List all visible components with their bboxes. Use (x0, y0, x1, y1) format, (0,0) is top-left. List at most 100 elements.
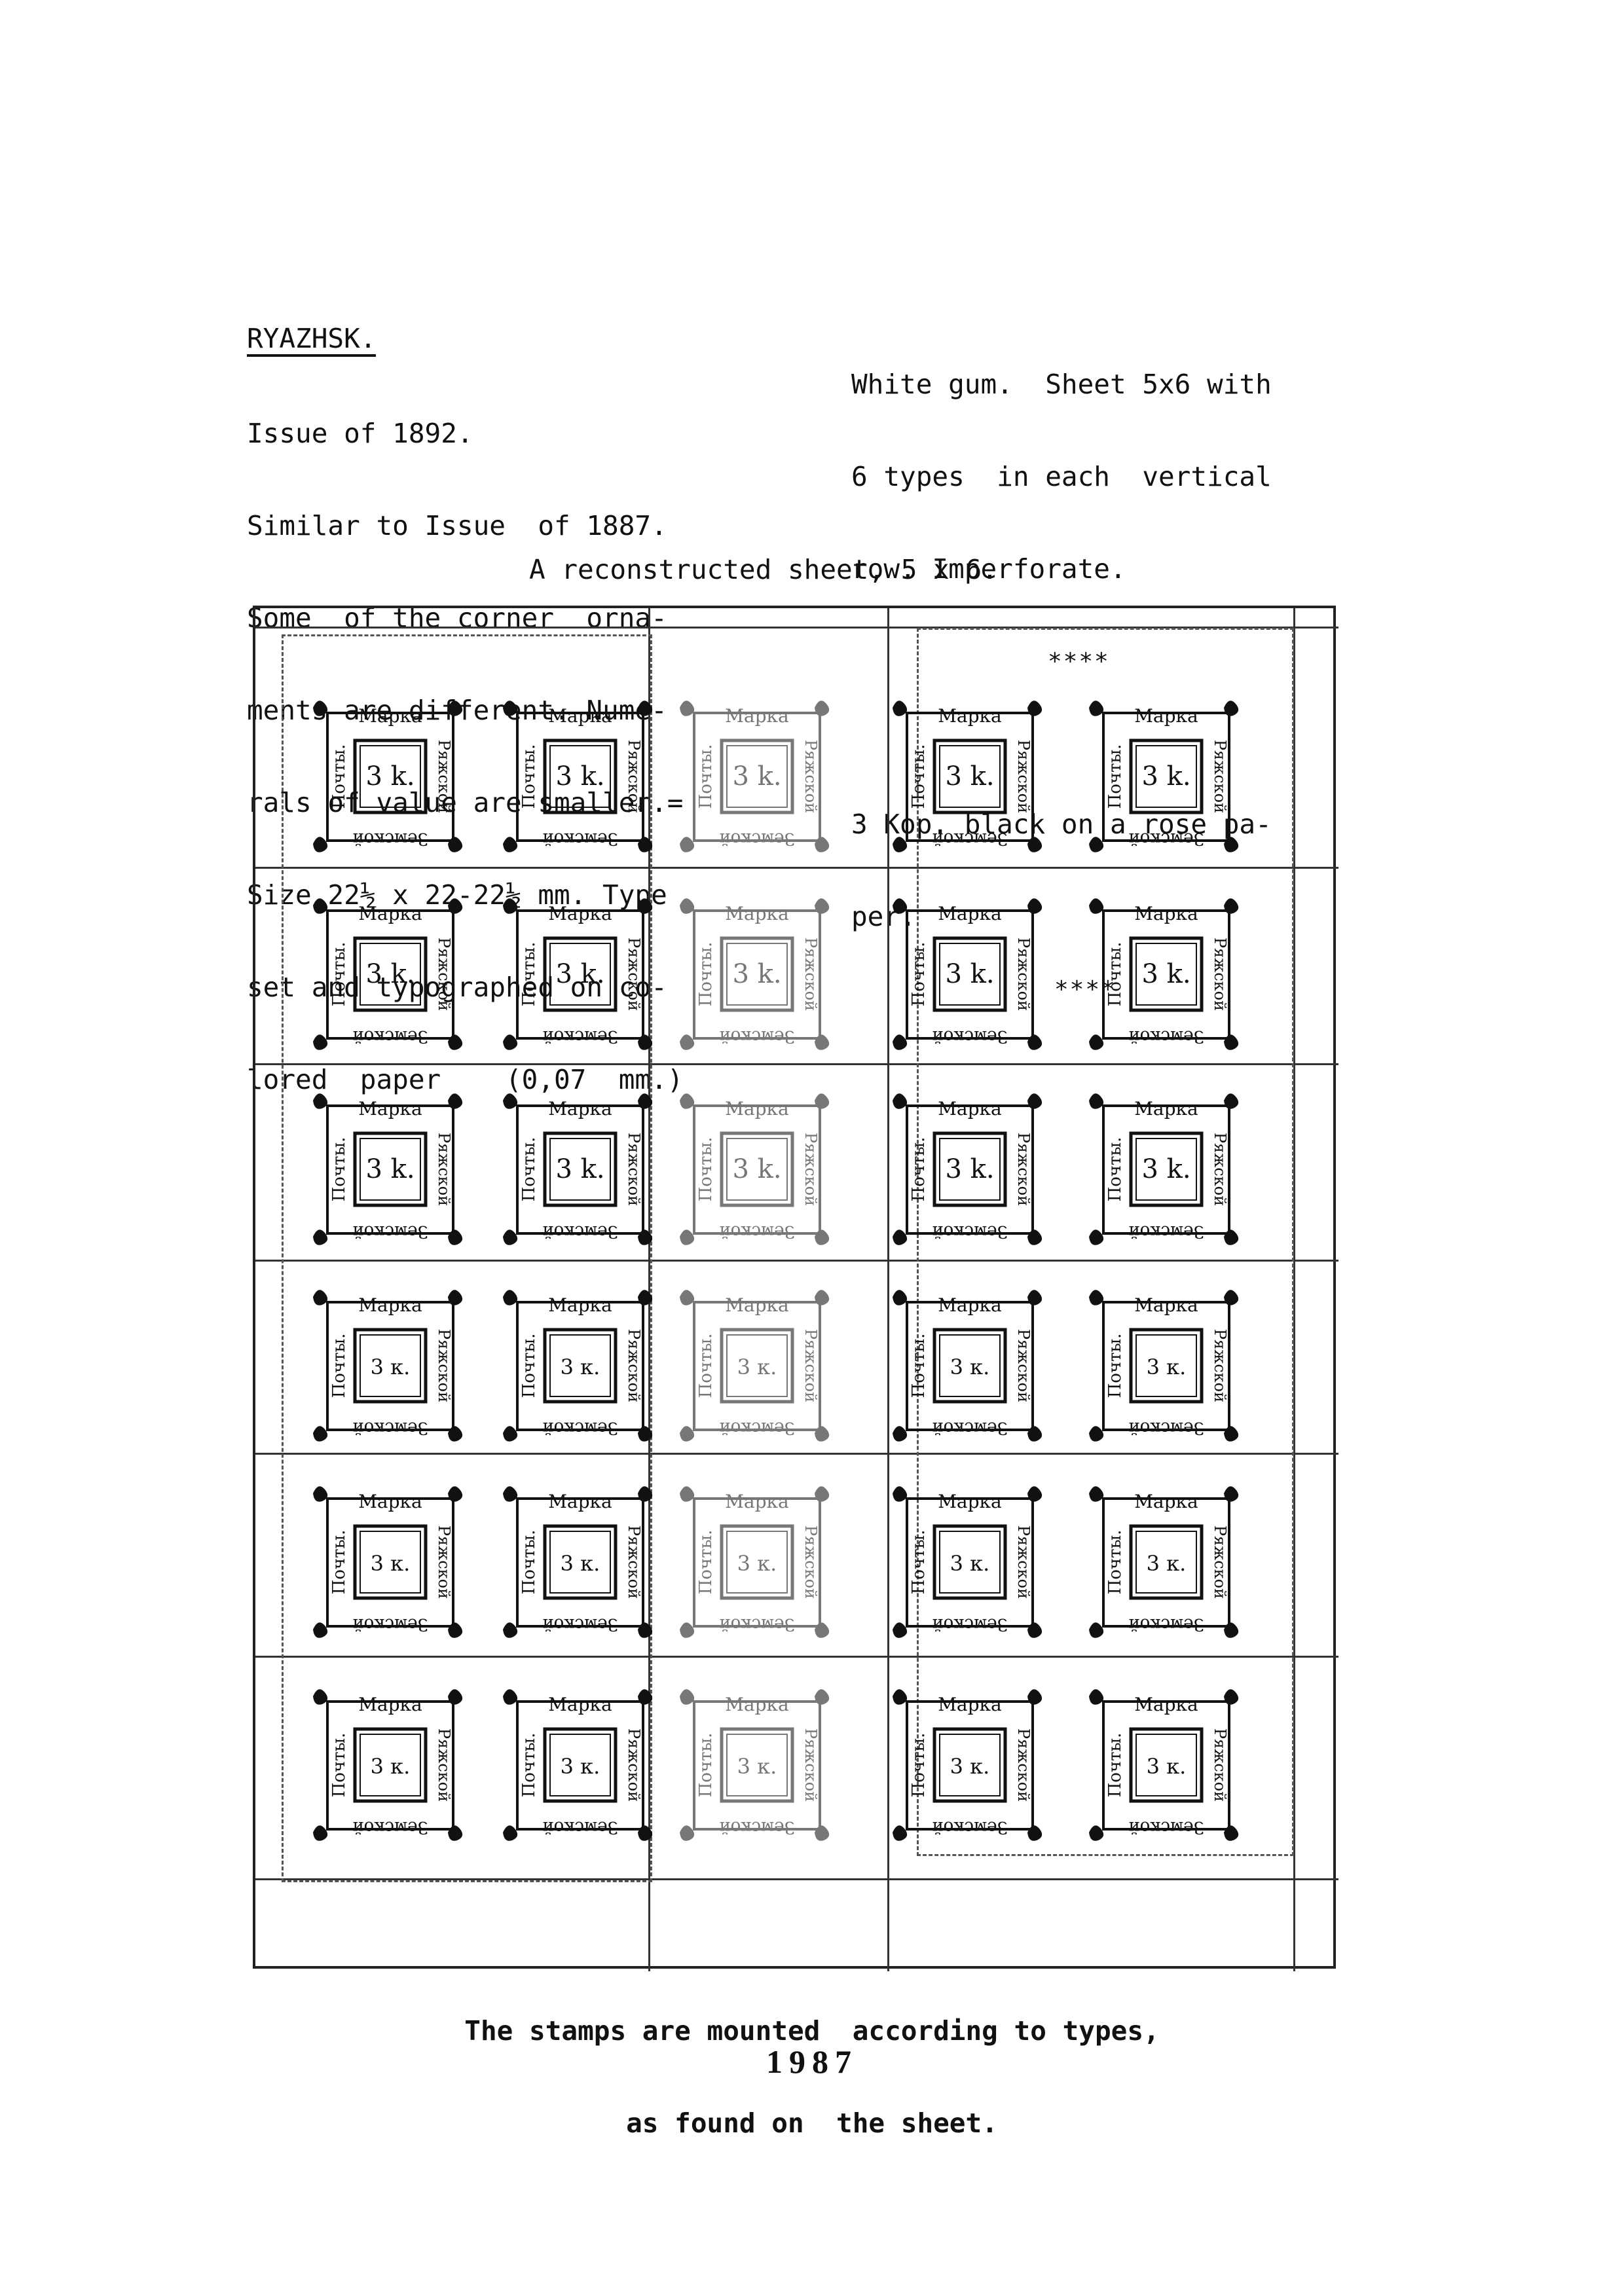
stamp-left-label: Почты. (519, 942, 539, 1007)
corner-ornament-icon (503, 1230, 518, 1245)
stamp-outer-frame (516, 1104, 644, 1235)
separator-stars: **** (1054, 976, 1116, 1003)
stamp-bottom-label: Земской (542, 829, 618, 848)
stamp-left-label: Почты. (1105, 1334, 1125, 1398)
corner-ornament-icon (313, 1426, 328, 1442)
stamp-inner-frame (353, 936, 428, 1012)
corner-ornament-icon (638, 1825, 653, 1841)
corner-ornament-icon (893, 701, 908, 716)
stamp-inner-frame (720, 936, 794, 1012)
stamp-left-label: Почты. (696, 1334, 716, 1398)
corner-ornament-icon (1089, 898, 1104, 914)
corner-ornament-icon (448, 1825, 463, 1841)
stamp-value: 3 к. (737, 1355, 777, 1379)
stamp-right-label: Ряжской (1211, 1329, 1229, 1402)
stamp-left-label: Почты. (909, 1530, 929, 1595)
stamp-top-label: Марка (938, 705, 1001, 727)
stamp-value: 3 k. (555, 959, 604, 989)
stamp-value: 3 k. (365, 1154, 415, 1184)
stamp-outer-frame (1102, 1497, 1230, 1628)
stamp-inner-frame (353, 1524, 428, 1600)
corner-ornament-icon (680, 1230, 695, 1245)
stamp-inner-frame (1135, 745, 1197, 808)
corner-ornament-icon (638, 898, 653, 914)
stamp-inner-frame (1135, 1138, 1197, 1201)
stamp-top-label: Марка (1134, 903, 1198, 924)
stamp-left-label: Почты. (329, 942, 349, 1007)
corner-ornament-icon (1027, 1622, 1043, 1638)
stamp-left-label: Почты. (696, 942, 716, 1007)
stamp-bottom-label: Земской (932, 1418, 1008, 1438)
corner-ornament-icon (1224, 1093, 1239, 1109)
corner-ornament-icon (448, 1093, 463, 1109)
stamp-bottom-label: Земской (1128, 1222, 1204, 1241)
corner-ornament-icon (680, 1426, 695, 1442)
grid-line-horizontal (255, 627, 1338, 629)
stamp-left-label: Почты. (519, 1137, 539, 1202)
stamp-bottom-label: Земской (719, 1222, 795, 1241)
description-line: Issue of 1892. (247, 418, 473, 449)
stamp-bottom-label: Земской (1128, 1817, 1204, 1837)
stamp-bottom-label: Земской (352, 1817, 428, 1837)
stamp-top-label: Марка (725, 1294, 788, 1316)
stamp-bottom-label: Земской (719, 1418, 795, 1438)
mounting-paper-outline (917, 628, 1294, 1856)
corner-ornament-icon (1089, 1426, 1104, 1442)
mounting-note-line: The stamps are mounted according to type… (464, 2015, 1160, 2047)
corner-ornament-icon (1224, 1486, 1239, 1502)
stamp-value: 3 к. (371, 1355, 411, 1379)
stamp-inner-frame (932, 1328, 1007, 1404)
corner-ornament-icon (313, 1230, 328, 1245)
stamp-left-label: Почты. (329, 1733, 349, 1798)
corner-ornament-icon (893, 1034, 908, 1050)
stamp-right-label: Ряжской (625, 740, 643, 813)
stamp-inner-frame (1135, 1334, 1197, 1397)
stamp-outer-frame (693, 712, 821, 842)
stamp-right-label: Ряжской (802, 1728, 820, 1802)
stamp-left-label: Почты. (909, 1137, 929, 1202)
stamp-right-label: Ряжской (1014, 1728, 1033, 1802)
stamp-left-label: Почты. (329, 1334, 349, 1398)
corner-ornament-icon (1027, 1034, 1043, 1050)
corner-ornament-icon (1224, 1825, 1239, 1841)
stamp-inner-frame (549, 1531, 611, 1594)
corner-ornament-icon (503, 837, 518, 852)
stamp-outer-frame (906, 712, 1034, 842)
corner-ornament-icon (680, 1034, 695, 1050)
corner-ornament-icon (1027, 1093, 1043, 1109)
stamp-inner-frame (932, 936, 1007, 1012)
stamp-value: 3 k. (1141, 1154, 1190, 1184)
corner-ornament-icon (503, 701, 518, 716)
corner-ornament-icon (680, 701, 695, 716)
stamp-right-label: Ряжской (802, 1133, 820, 1206)
stamp-bottom-label: Земской (1128, 1418, 1204, 1438)
stamp-outer-frame (326, 1301, 454, 1431)
corner-ornament-icon (893, 1230, 908, 1245)
grid-line-horizontal (255, 1453, 1338, 1455)
corner-ornament-icon (1027, 1290, 1043, 1305)
stamp-bottom-label: Земской (719, 829, 795, 848)
corner-ornament-icon (1089, 1034, 1104, 1050)
stamp-bottom-label: Земской (932, 1027, 1008, 1046)
corner-ornament-icon (1027, 837, 1043, 852)
stamp-inner-frame (549, 745, 611, 808)
stamp-bottom-label: Земской (542, 1817, 618, 1837)
corner-ornament-icon (503, 1034, 518, 1050)
stamp-value: 3 к. (737, 1754, 777, 1779)
corner-ornament-icon (313, 1034, 328, 1050)
corner-ornament-icon (448, 837, 463, 852)
corner-ornament-icon (1224, 1230, 1239, 1245)
